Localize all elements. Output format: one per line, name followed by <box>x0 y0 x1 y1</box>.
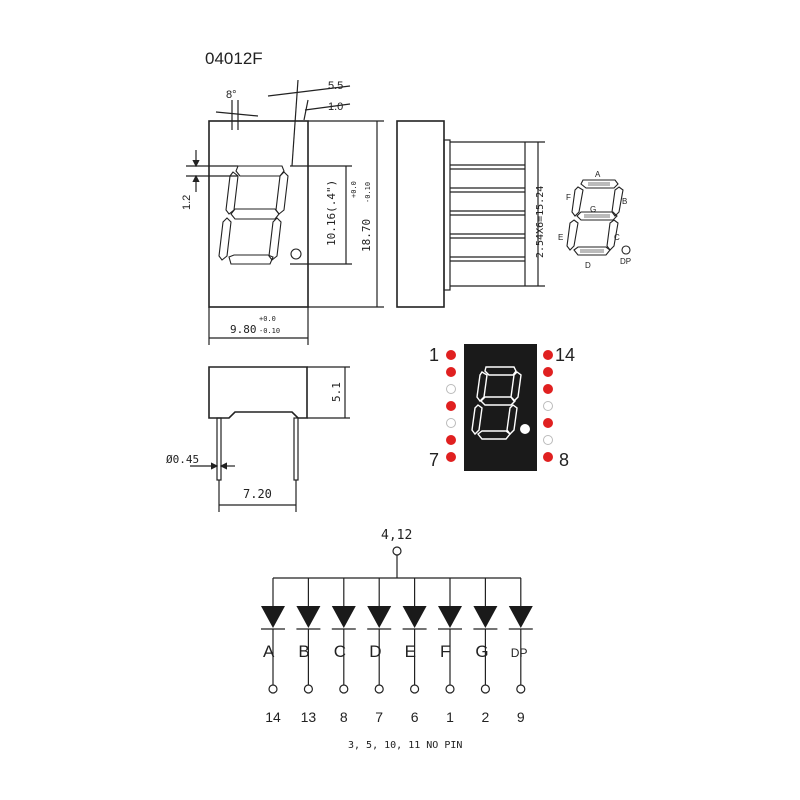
diode-d: D7 <box>367 578 392 725</box>
dim-width-tol-plus: +0.0 <box>259 315 276 323</box>
pin-diameter-label: Ø0.45 <box>166 453 199 466</box>
pin-terminal <box>410 684 420 694</box>
pin-dot-left <box>446 384 456 394</box>
diode-g: G2 <box>473 578 498 725</box>
bottom-view-right-pin <box>293 417 299 481</box>
no-pin-note: 3, 5, 10, 11 NO PIN <box>348 740 462 751</box>
bottom-view <box>190 366 350 512</box>
diode-a: A 14 <box>261 578 285 725</box>
pin-number-label: 14 <box>265 709 281 725</box>
pin-terminal <box>303 684 313 694</box>
pin-pitch-label: 2.54X6=15.24 <box>535 186 546 258</box>
segment-legend <box>566 179 631 256</box>
pin-dot-left <box>446 367 456 377</box>
segment-label: F <box>440 642 450 661</box>
pinout-digit <box>471 366 522 440</box>
pin-dot-left <box>446 452 456 462</box>
pin-dot-right <box>543 384 553 394</box>
pin-terminal <box>516 684 526 694</box>
pin-number-label: 6 <box>411 709 419 725</box>
segment-label-f: F <box>566 193 571 202</box>
segment-g-fill <box>584 214 610 218</box>
front-view-body <box>208 120 309 308</box>
segment-label-c: C <box>614 233 620 242</box>
segment-label-b: B <box>622 197 627 206</box>
common-pin-label: 4,12 <box>381 528 412 543</box>
pin-dot-right <box>543 367 553 377</box>
segment-label: B <box>298 642 309 661</box>
part-number-title: 04012F <box>205 49 263 68</box>
schematic-bus <box>273 546 521 579</box>
segment-a-fill <box>588 182 610 186</box>
side-view-body <box>396 120 445 308</box>
pin-number-label: 8 <box>340 709 348 725</box>
diode-f: F1 <box>438 578 462 725</box>
segment-label: A <box>263 642 275 661</box>
dim-5-5-label: 5.5 <box>328 80 343 92</box>
common-pin-terminal <box>392 546 402 556</box>
bottom-view-left-pin <box>216 417 222 481</box>
angle-label: 8° <box>226 89 237 101</box>
segment-label: D <box>369 642 381 661</box>
pin-number-label: 2 <box>482 709 490 725</box>
pin-dot-left <box>446 401 456 411</box>
pin-terminal <box>480 684 490 694</box>
pin-terminal <box>268 684 278 694</box>
segment-label: DP <box>511 646 528 660</box>
pin-terminal <box>374 684 384 694</box>
pin-dot-left <box>446 350 456 360</box>
pin-dot-right <box>543 452 553 462</box>
segment-label-a: A <box>595 170 601 179</box>
segment-label-g: G <box>590 205 596 214</box>
pin-terminal <box>339 684 349 694</box>
dim-height-tol-plus: +0.0 <box>350 181 358 198</box>
diode-c: C8 <box>331 578 356 725</box>
dim-1-2-label: 1.2 <box>181 195 193 210</box>
diode-dp: DP 9 <box>508 578 533 725</box>
pinout-dp-dot <box>520 424 530 434</box>
segment-label: E <box>405 642 416 661</box>
side-view-pins <box>450 141 545 287</box>
dim-width-tol-minus: -0.10 <box>259 327 280 335</box>
pin-number-label: 9 <box>517 709 525 725</box>
front-view-digit <box>218 165 302 265</box>
pinout-left-pins <box>446 350 456 462</box>
segment-label-e: E <box>558 233 563 242</box>
pin-dot-left <box>446 435 456 445</box>
dim-height-main-label: 10.16(.4") <box>325 180 338 246</box>
pin-label-7: 7 <box>429 450 439 470</box>
pin-label-14: 14 <box>555 345 575 365</box>
dim-1-0-label: 1.0 <box>328 101 343 113</box>
bottom-height-label: 5.1 <box>330 382 343 402</box>
side-view <box>396 120 545 308</box>
bottom-view-body <box>208 366 308 419</box>
pin-dot-left <box>446 418 456 428</box>
segment-label: C <box>334 642 346 661</box>
pin-number-label: 1 <box>446 709 454 725</box>
pin-dot-right <box>543 418 553 428</box>
pin-spacing-label: 7.20 <box>243 487 272 501</box>
diode-e: E6 <box>402 578 427 725</box>
dim-height-tol-minus: -0.10 <box>364 182 372 203</box>
pinout-right-pins <box>543 350 553 462</box>
dim-height-total-label: 18.70 <box>360 219 373 252</box>
front-view <box>186 79 384 345</box>
pin-number-label: 7 <box>375 709 383 725</box>
segment-label: G <box>475 642 488 661</box>
pin-number-label: 13 <box>301 709 317 725</box>
segment-label-d: D <box>585 261 591 270</box>
pin-label-8: 8 <box>559 450 569 470</box>
pin-dot-right <box>543 435 553 445</box>
pin-dot-right <box>543 401 553 411</box>
segment-d-fill <box>580 249 604 253</box>
diode-b: B 13 <box>296 578 321 725</box>
dim-width-label: 9.80 <box>230 323 257 336</box>
segment-label-dp: DP <box>620 257 631 266</box>
pin-label-1: 1 <box>429 345 439 365</box>
pin-terminal <box>445 684 455 694</box>
pin-dot-right <box>543 350 553 360</box>
